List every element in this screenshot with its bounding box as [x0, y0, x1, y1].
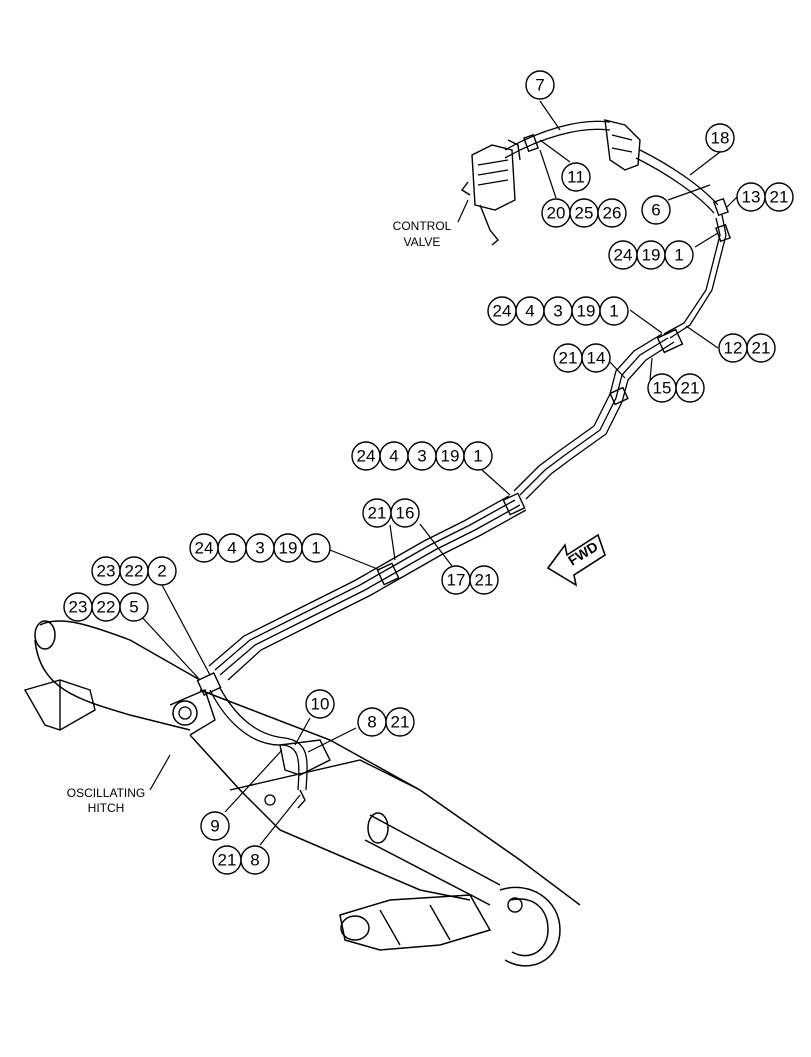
svg-text:11: 11 [567, 168, 585, 187]
callout-12-21: 12 21 [718, 333, 776, 363]
svg-text:24: 24 [493, 302, 512, 321]
svg-text:9: 9 [210, 817, 219, 836]
svg-text:7: 7 [535, 76, 544, 95]
svg-text:23: 23 [97, 562, 116, 581]
svg-text:23: 23 [69, 598, 88, 617]
svg-text:5: 5 [129, 598, 138, 617]
callout-23-22-5: 23 22 5 [63, 592, 149, 622]
control-valve [460, 119, 641, 246]
fwd-label: FWD [565, 538, 601, 568]
hitch-label-line1: OSCILLATING [67, 786, 145, 800]
svg-text:4: 4 [525, 302, 534, 321]
svg-text:21: 21 [218, 851, 237, 870]
svg-text:17: 17 [447, 571, 466, 590]
callout-24-4-3-19-1-c: 24 4 3 19 1 [189, 533, 331, 563]
svg-text:13: 13 [742, 188, 761, 207]
svg-text:19: 19 [441, 447, 460, 466]
svg-text:4: 4 [227, 539, 236, 558]
callout-8-21: 8 21 [357, 707, 415, 737]
callout-23-22-2: 23 22 2 [91, 556, 177, 586]
svg-text:3: 3 [255, 539, 264, 558]
svg-text:1: 1 [473, 447, 482, 466]
svg-text:22: 22 [97, 598, 116, 617]
callout-21-14: 21 14 [553, 343, 611, 373]
callout-18: 18 [705, 123, 735, 153]
svg-text:8: 8 [250, 851, 259, 870]
svg-text:18: 18 [711, 129, 730, 148]
svg-text:6: 6 [651, 201, 660, 220]
oscillating-hitch [23, 620, 581, 967]
control-valve-label-line2: VALVE [404, 235, 441, 249]
callout-leaders [139, 100, 738, 846]
callout-20-25-26: 20 25 26 [541, 198, 627, 228]
svg-text:24: 24 [614, 246, 633, 265]
svg-text:21: 21 [391, 713, 410, 732]
callout-6: 6 [641, 195, 671, 225]
svg-text:21: 21 [475, 571, 494, 590]
svg-text:1: 1 [674, 246, 683, 265]
svg-text:1: 1 [311, 539, 320, 558]
callout-10: 10 [305, 689, 335, 719]
callout-17-21: 17 21 [441, 565, 499, 595]
control-valve-leader [457, 199, 469, 223]
svg-text:3: 3 [553, 302, 562, 321]
callout-11: 11 [561, 162, 591, 192]
svg-text:19: 19 [279, 539, 298, 558]
svg-text:8: 8 [367, 713, 376, 732]
svg-text:10: 10 [311, 695, 330, 714]
tube-clamps [196, 133, 731, 696]
svg-text:19: 19 [642, 246, 661, 265]
svg-text:20: 20 [547, 204, 566, 223]
svg-text:24: 24 [357, 447, 376, 466]
svg-text:21: 21 [752, 339, 771, 358]
svg-text:2: 2 [157, 562, 166, 581]
fwd-arrow: FWD [546, 533, 606, 587]
svg-text:15: 15 [653, 379, 672, 398]
svg-text:19: 19 [577, 302, 596, 321]
svg-text:26: 26 [603, 204, 622, 223]
svg-text:16: 16 [396, 504, 415, 523]
svg-text:21: 21 [368, 504, 387, 523]
svg-text:12: 12 [724, 339, 743, 358]
callout-24-4-3-19-1-a: 24 4 3 19 1 [487, 296, 629, 326]
control-valve-label-line1: CONTROL [393, 219, 452, 233]
svg-text:25: 25 [575, 204, 594, 223]
callout-15-21: 15 21 [647, 373, 705, 403]
svg-text:3: 3 [417, 447, 426, 466]
callout-21-8: 21 8 [212, 845, 270, 875]
svg-text:21: 21 [559, 349, 578, 368]
callouts: 7 18 11 20 25 26 6 13 21 24 19 1 24 4 3 … [63, 70, 794, 875]
svg-text:24: 24 [195, 539, 214, 558]
svg-text:1: 1 [609, 302, 618, 321]
hitch-label-line2: HITCH [88, 801, 125, 815]
svg-text:22: 22 [125, 562, 144, 581]
hitch-leader [149, 754, 171, 791]
svg-text:4: 4 [389, 447, 398, 466]
callout-9: 9 [200, 811, 230, 841]
svg-text:14: 14 [587, 349, 606, 368]
callout-7: 7 [525, 70, 555, 100]
callout-24-19-1-top: 24 19 1 [608, 240, 694, 270]
svg-text:21: 21 [681, 379, 700, 398]
svg-text:21: 21 [770, 188, 789, 207]
callout-24-4-3-19-1-b: 24 4 3 19 1 [351, 441, 493, 471]
callout-13-21: 13 21 [736, 182, 794, 212]
callout-21-16: 21 16 [362, 498, 420, 528]
